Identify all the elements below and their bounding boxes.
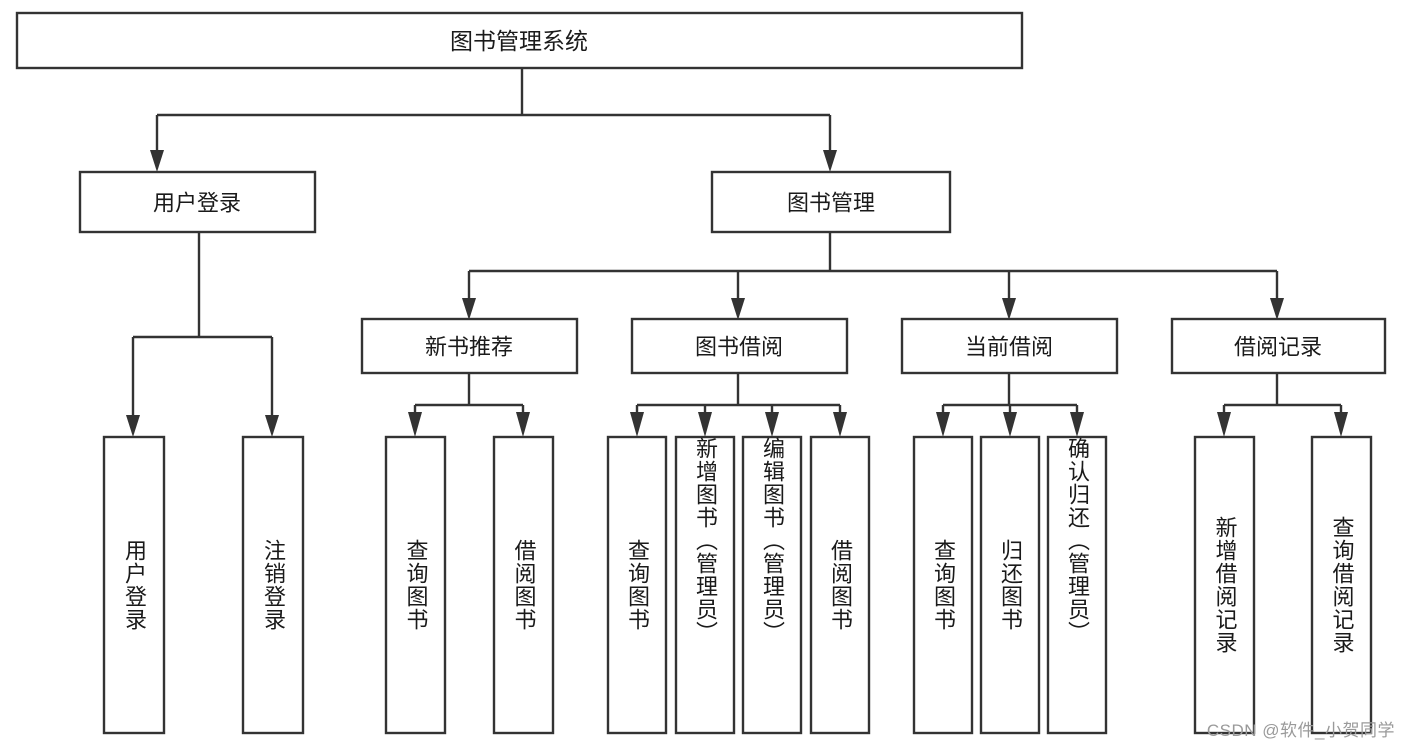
arrow-borrow-to-leaf4-icon: [833, 412, 847, 437]
arrow-current-to-leaf3-icon: [1070, 412, 1084, 437]
arrow-root-to-login-icon: [150, 150, 164, 172]
arrow-records-to-leaf1-icon: [1217, 412, 1231, 437]
node-current-borrow[interactable]: 当前借阅: [900, 317, 1119, 375]
leaf-box-borrow-lend[interactable]: [809, 435, 871, 735]
arrow-borrow-to-leaf1-icon: [630, 412, 644, 437]
leaf-box-borrow-edit[interactable]: [741, 435, 803, 735]
arrow-login-to-leaf2-icon: [265, 415, 279, 437]
node-book-management[interactable]: 图书管理: [710, 170, 952, 234]
connector-layer: [126, 68, 1348, 437]
arrow-login-to-leaf1-icon: [126, 415, 140, 437]
leaf-box-current-confirm[interactable]: [1046, 435, 1108, 735]
node-new-book-recommend-label: 新书推荐: [425, 335, 513, 360]
arrow-borrow-to-leaf3-icon: [765, 412, 779, 437]
node-book-management-label: 图书管理: [787, 191, 875, 216]
leaf-box-records-add[interactable]: [1193, 435, 1256, 735]
node-layer-horizontal: 图书管理系统 用户登录 图书管理 新书推荐 图书借阅 当前借阅: [15, 11, 1387, 375]
leaf-box-records-query[interactable]: [1310, 435, 1373, 735]
arrow-current-to-leaf1-icon: [936, 412, 950, 437]
arrow-bookmgmt-to-records-icon: [1270, 298, 1284, 320]
node-book-borrow-box[interactable]: [630, 317, 849, 375]
arrow-newbook-to-leaf2-icon: [516, 412, 530, 437]
node-book-management-box[interactable]: [710, 170, 952, 234]
node-current-borrow-label: 当前借阅: [965, 335, 1053, 360]
arrow-bookmgmt-to-newbook-icon: [462, 298, 476, 320]
leaf-box-logout[interactable]: [241, 435, 305, 735]
arrow-bookmgmt-to-borrow-icon: [731, 298, 745, 320]
node-root[interactable]: 图书管理系统: [15, 11, 1024, 70]
arrow-bookmgmt-to-current-icon: [1002, 298, 1016, 320]
arrow-newbook-to-leaf1-icon: [408, 412, 422, 437]
watermark-text: CSDN @软件_小贺同学: [1206, 721, 1395, 740]
arrow-current-to-leaf2-icon: [1003, 412, 1017, 437]
node-borrow-records[interactable]: 借阅记录: [1170, 317, 1387, 375]
node-book-borrow-label: 图书借阅: [695, 335, 783, 360]
node-user-login-label: 用户登录: [153, 191, 241, 216]
leaf-box-user-login[interactable]: [102, 435, 166, 735]
arrow-borrow-to-leaf2-icon: [698, 412, 712, 437]
leaf-box-newbook-borrow[interactable]: [492, 435, 555, 735]
node-user-login-box[interactable]: [78, 170, 317, 234]
leaf-box-borrow-add[interactable]: [674, 435, 736, 735]
node-book-borrow[interactable]: 图书借阅: [630, 317, 849, 375]
node-user-login[interactable]: 用户登录: [78, 170, 317, 234]
node-new-book-recommend[interactable]: 新书推荐: [360, 317, 579, 375]
node-borrow-records-box[interactable]: [1170, 317, 1387, 375]
node-borrow-records-label: 借阅记录: [1234, 335, 1322, 360]
arrow-records-to-leaf2-icon: [1334, 412, 1348, 437]
leaf-box-current-return[interactable]: [979, 435, 1041, 735]
arrow-root-to-bookmgmt-icon: [823, 150, 837, 172]
node-root-label: 图书管理系统: [450, 28, 588, 54]
node-root-box[interactable]: [15, 11, 1024, 70]
node-new-book-recommend-box[interactable]: [360, 317, 579, 375]
leaf-box-borrow-query[interactable]: [606, 435, 668, 735]
node-layer-leaves: [102, 435, 1373, 735]
leaf-box-current-query[interactable]: [912, 435, 974, 735]
leaf-box-newbook-query[interactable]: [384, 435, 447, 735]
node-current-borrow-box[interactable]: [900, 317, 1119, 375]
